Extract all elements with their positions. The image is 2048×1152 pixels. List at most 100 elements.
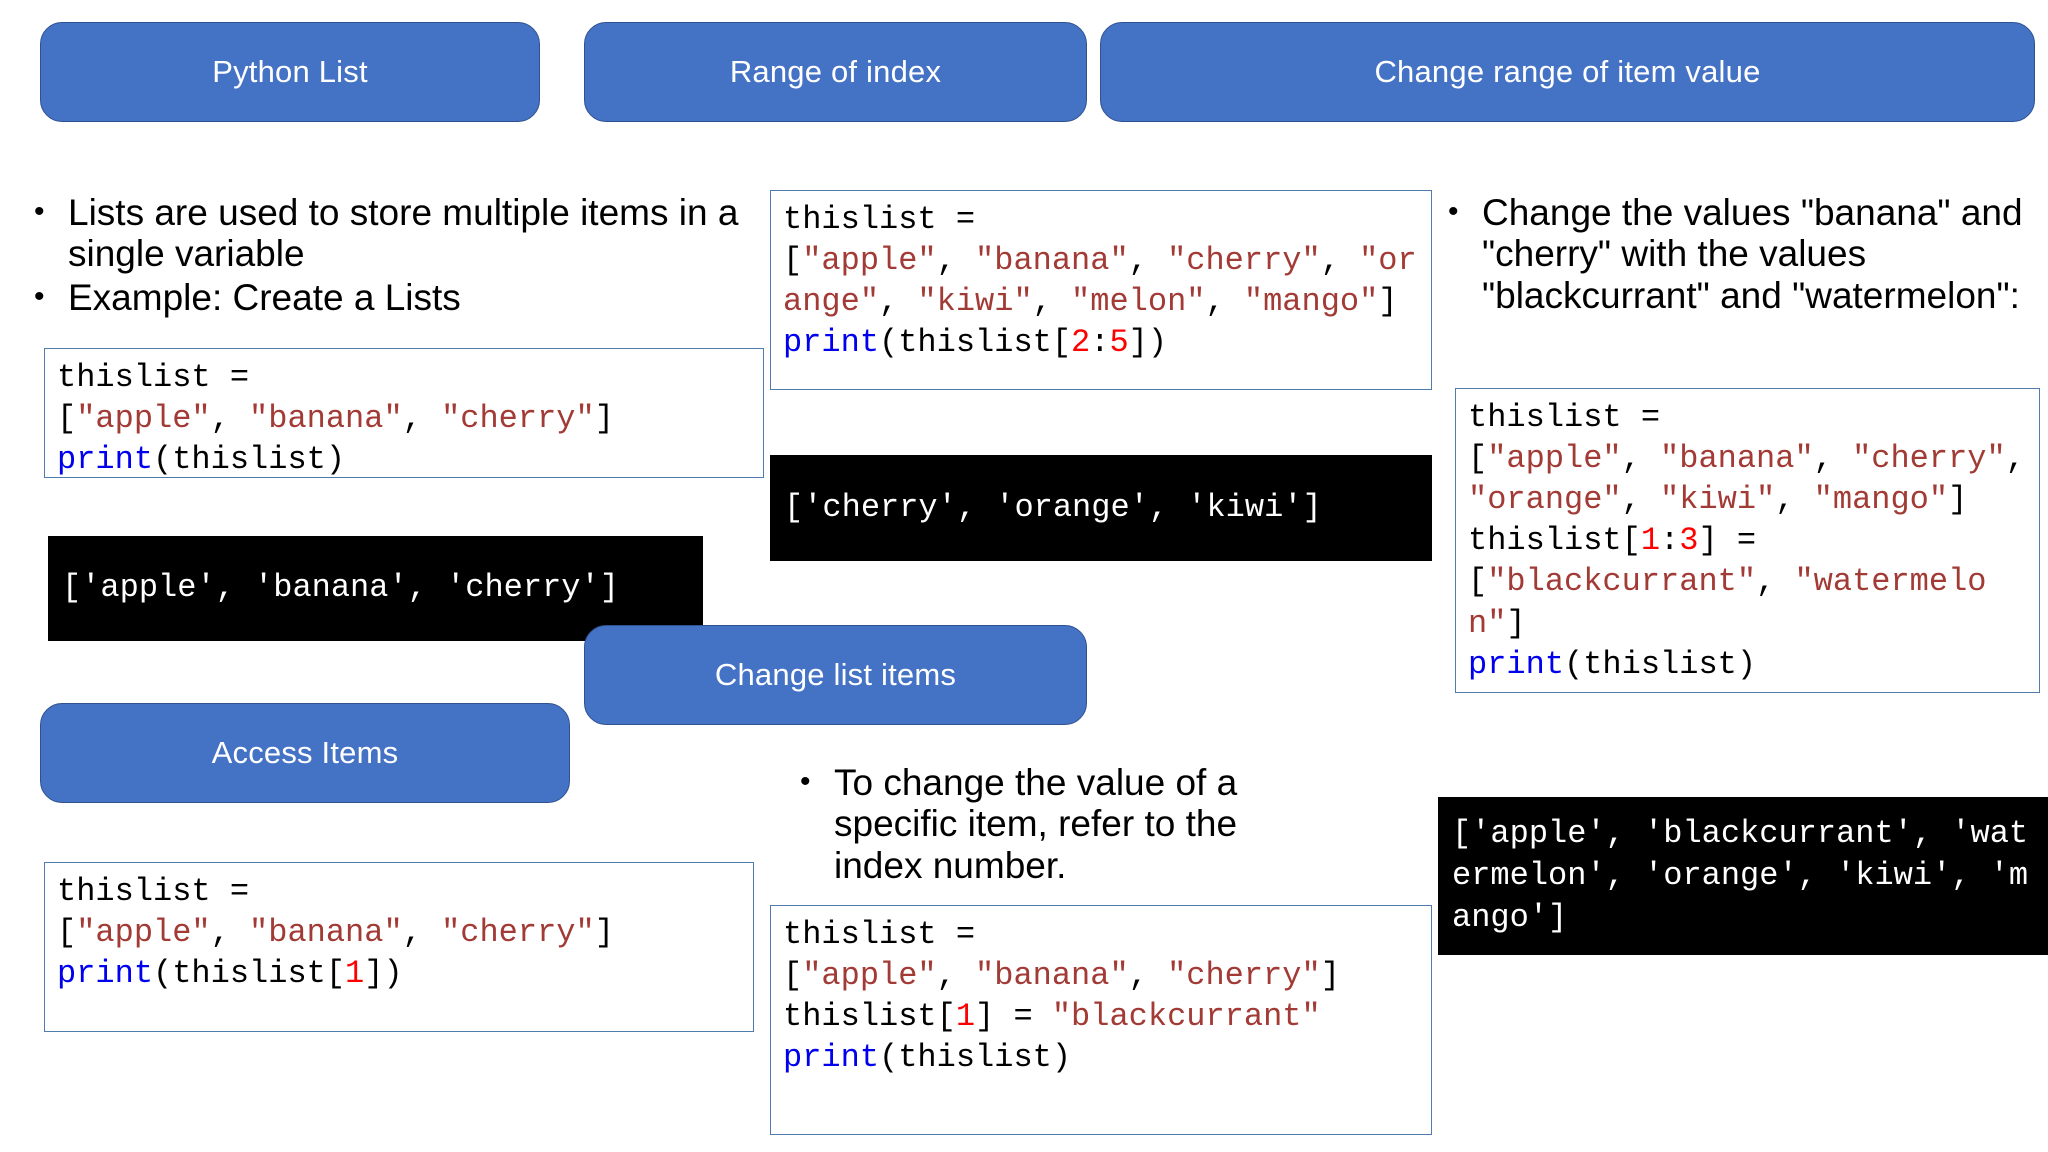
section-header-change-list-items[interactable]: Change list items: [584, 625, 1087, 725]
code-line: thislist =: [1468, 397, 2035, 438]
code-line: ["apple", "banana", "cherry", "orange", …: [1468, 438, 2035, 520]
code-token: ,: [936, 957, 976, 995]
code-token: thislist[: [783, 998, 956, 1036]
code-block-access-items[interactable]: thislist =["apple", "banana", "cherry"]p…: [44, 862, 754, 1032]
code-token: (thislist): [879, 1039, 1072, 1077]
list-item-label: To change the value of a specific item, …: [834, 762, 1238, 886]
list-item: • Lists are used to store multiple items…: [34, 192, 754, 275]
code-line: ["apple", "banana", "cherry"]: [57, 398, 759, 439]
code-block-range-of-index[interactable]: thislist =["apple", "banana", "cherry", …: [770, 190, 1432, 390]
code-token: ]: [1948, 481, 1968, 519]
code-token: (thislist): [153, 441, 346, 479]
code-token: (thislist[: [879, 324, 1072, 362]
code-line: print(thislist): [57, 439, 759, 480]
code-token: "mango": [1813, 481, 1949, 519]
code-token: "kiwi": [917, 283, 1033, 321]
list-item: • To change the value of a specific item…: [800, 762, 1320, 886]
code-line: thislist =: [57, 871, 749, 912]
code-token: 1: [1640, 522, 1661, 560]
code-token: [: [1468, 563, 1488, 601]
code-line: thislist[1:3] =: [1468, 520, 2035, 561]
console-output-line: ['apple', 'banana', 'cherry']: [62, 569, 619, 607]
code-token: [: [783, 957, 803, 995]
code-token: "cherry": [441, 914, 595, 952]
section-header-python-list[interactable]: Python List: [40, 22, 540, 122]
code-token: (thislist): [1564, 645, 1757, 683]
console-output-create-list: ['apple', 'banana', 'cherry']: [48, 536, 703, 641]
code-token: thislist =: [783, 201, 976, 238]
code-token: ,: [1775, 481, 1814, 519]
code-token: ,: [1621, 440, 1661, 478]
code-token: ,: [210, 400, 250, 438]
list-item-label: Example: Create a Lists: [68, 276, 461, 318]
code-line: ["apple", "banana", "cherry"]: [783, 955, 1427, 996]
code-token: "apple": [76, 400, 211, 438]
code-token: ]): [364, 955, 403, 993]
code-token: [: [783, 242, 803, 280]
code-line: thislist =: [783, 199, 1427, 240]
bullet-icon: •: [34, 279, 45, 313]
code-token: thislist =: [1468, 399, 1661, 436]
code-token: ,: [402, 400, 442, 438]
code-token: ] =: [975, 998, 1052, 1036]
list-item: • Change the values "banana" and "cherry…: [1448, 192, 2038, 316]
code-token: ,: [1813, 440, 1853, 478]
code-line: print(thislist[2:5]): [783, 322, 1427, 363]
bullet-list-python-list: • Lists are used to store multiple items…: [34, 192, 754, 320]
code-token: "banana": [975, 957, 1129, 995]
code-token: ,: [1128, 242, 1168, 280]
code-token: print: [57, 955, 154, 993]
code-token: ,: [879, 283, 918, 321]
list-item-label: Lists are used to store multiple items i…: [68, 192, 739, 275]
code-token: ,: [1621, 481, 1661, 519]
code-token: "cherry": [1852, 440, 2006, 478]
code-token: ]: [1320, 957, 1340, 995]
section-header-range-of-index[interactable]: Range of index: [584, 22, 1087, 122]
code-token: print: [783, 324, 880, 362]
console-output-line: ['apple', 'blackcurrant', 'watermelon', …: [1452, 814, 2029, 937]
code-token: "blackcurrant": [1487, 563, 1757, 601]
code-token: ]): [1128, 324, 1168, 362]
code-token: ,: [936, 242, 976, 280]
code-token: thislist =: [57, 873, 250, 910]
code-line: thislist =: [783, 914, 1427, 955]
code-token: "banana": [249, 400, 403, 438]
code-token: [: [1468, 440, 1488, 478]
code-block-change-list-items[interactable]: thislist =["apple", "banana", "cherry"]t…: [770, 905, 1432, 1135]
code-block-create-list[interactable]: thislist =["apple", "banana", "cherry"]p…: [44, 348, 764, 478]
code-token: "cherry": [441, 400, 595, 438]
section-header-access-items[interactable]: Access Items: [40, 703, 570, 803]
code-token: [: [57, 914, 77, 952]
code-token: "cherry": [1167, 957, 1321, 995]
code-token: 1: [345, 955, 365, 993]
code-token: "orange": [1468, 481, 1622, 519]
code-token: 1: [955, 998, 976, 1036]
bullet-icon: •: [1448, 195, 1459, 228]
code-token: ]: [1378, 283, 1398, 321]
bullet-icon: •: [800, 765, 811, 798]
code-token: thislist =: [783, 916, 976, 953]
code-token: "orange": [783, 242, 1417, 321]
code-line: ["apple", "banana", "cherry", "orange", …: [783, 240, 1427, 322]
code-token: "banana": [1660, 440, 1814, 478]
section-header-change-range-of-item-value[interactable]: Change range of item value: [1100, 22, 2035, 122]
console-output-change-range: ['apple', 'blackcurrant', 'watermelon', …: [1438, 797, 2048, 955]
list-item-label: Change the values "banana" and "cherry" …: [1482, 192, 2023, 316]
code-block-change-range-of-item-value[interactable]: thislist =["apple", "banana", "cherry", …: [1455, 388, 2040, 693]
code-token: ,: [210, 914, 250, 952]
code-token: "banana": [249, 914, 403, 952]
code-token: print: [57, 441, 154, 479]
code-token: ]: [594, 914, 614, 952]
code-token: "blackcurrant": [1051, 998, 1321, 1036]
code-token: ] =: [1698, 522, 1757, 560]
code-token: ,: [1756, 563, 1795, 601]
code-token: (thislist[: [153, 955, 346, 993]
console-output-line: ['cherry', 'orange', 'kiwi']: [784, 488, 1322, 526]
code-token: ,: [1032, 283, 1072, 321]
code-token: ]: [594, 400, 614, 438]
code-token: ,: [2005, 440, 2045, 478]
code-line: ["apple", "banana", "cherry"]: [57, 912, 749, 953]
code-line: print(thislist): [783, 1037, 1427, 1078]
code-token: "banana": [975, 242, 1129, 280]
